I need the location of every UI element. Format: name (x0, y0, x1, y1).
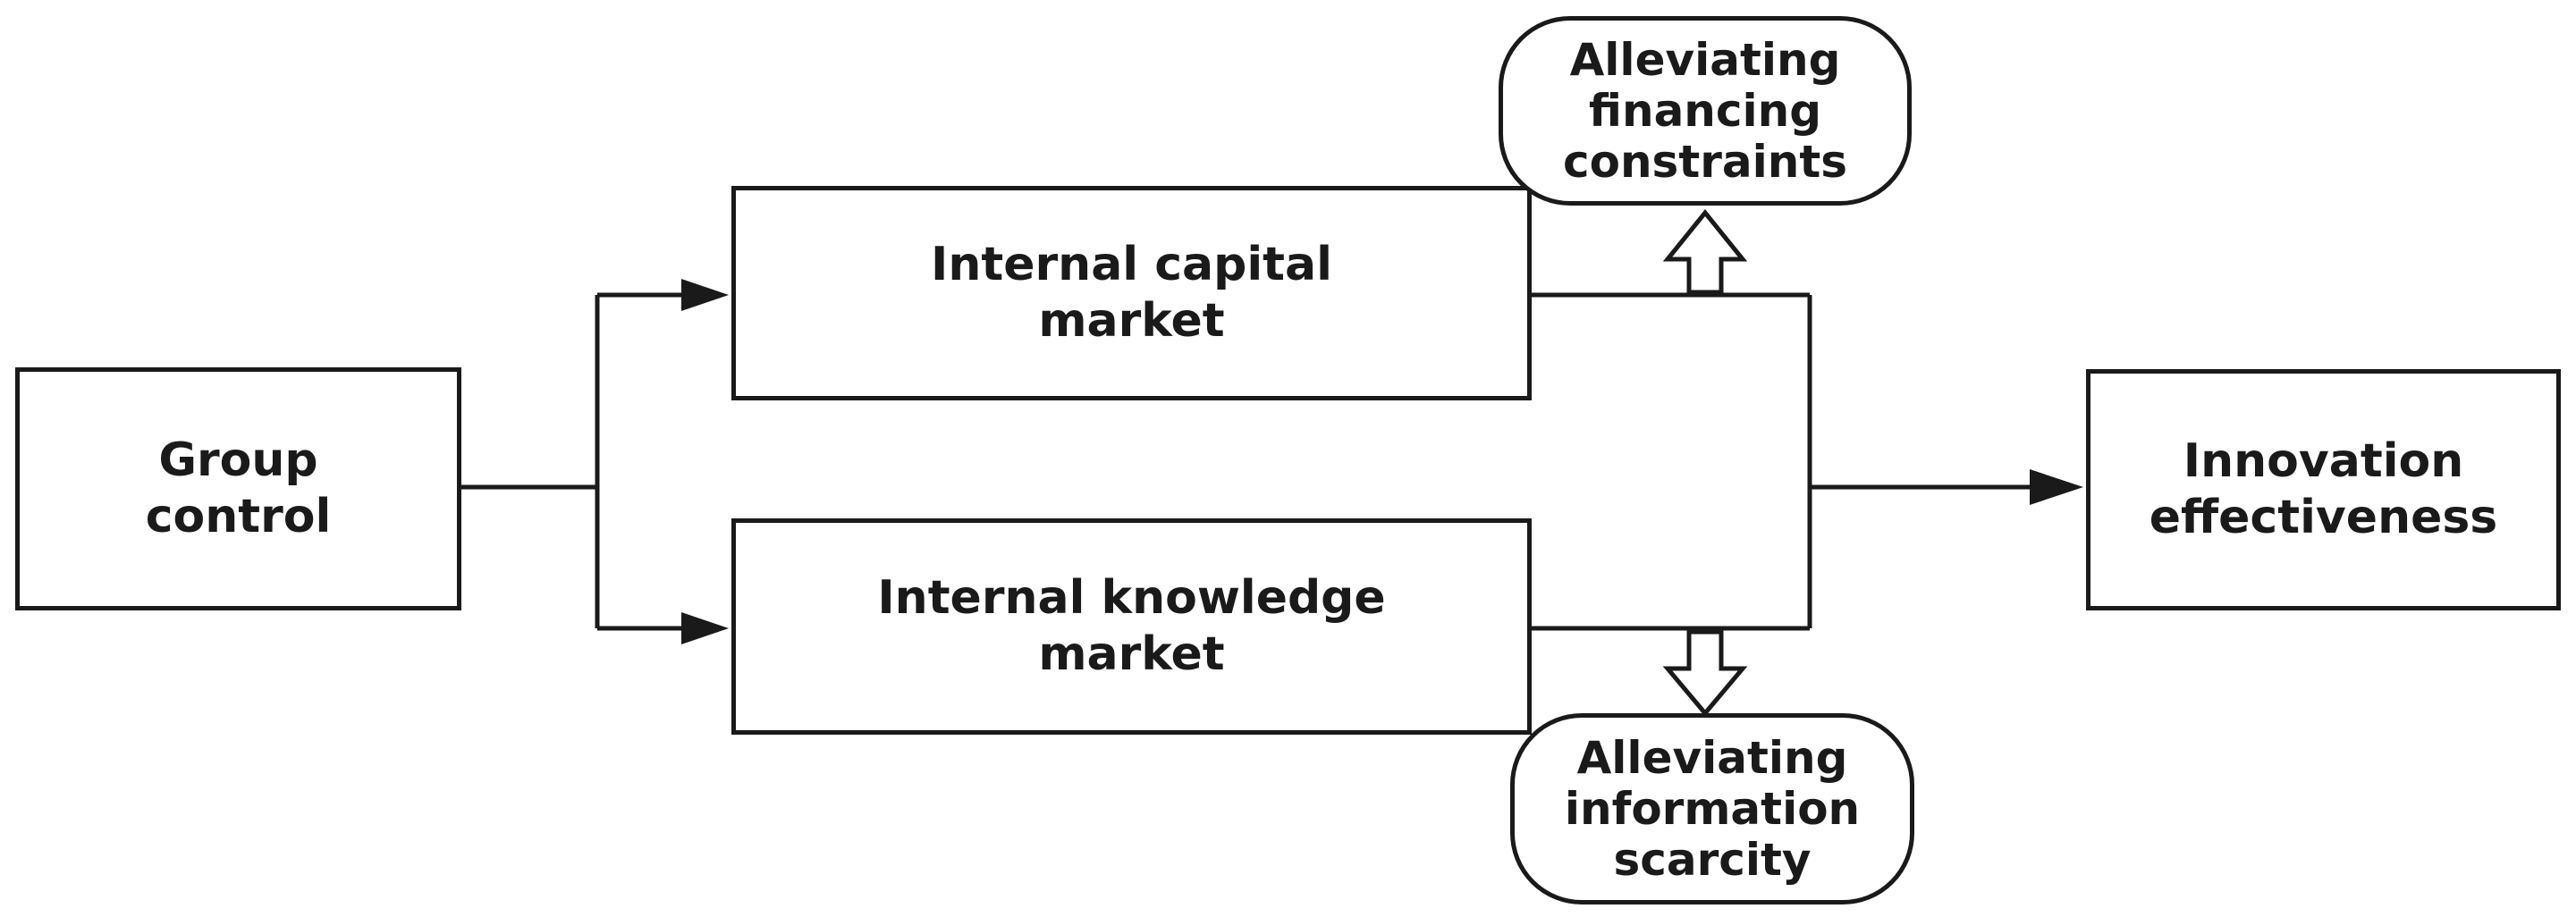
financing-constraints-label: Alleviating financing constraints (1562, 33, 1848, 188)
group-control-label: Group control (145, 433, 332, 543)
capital-market-box: Internal capital market (731, 186, 1532, 400)
hollow-arrow-up (1662, 209, 1748, 295)
information-scarcity-label: Alleviating information scarcity (1564, 731, 1861, 886)
innovation-effectiveness-box: Innovation effectiveness (2086, 369, 2561, 610)
arrowhead-to-knowledge-market (681, 612, 729, 644)
hollow-arrow-down (1662, 629, 1748, 717)
innovation-effectiveness-label: Innovation effectiveness (2149, 433, 2498, 544)
knowledge-market-box: Internal knowledge market (731, 518, 1532, 735)
arrowhead-to-capital-market (681, 279, 729, 311)
capital-market-label: Internal capital market (931, 237, 1332, 348)
group-control-box: Group control (15, 367, 461, 610)
information-scarcity-node: Alleviating information scarcity (1510, 713, 1914, 904)
financing-constraints-node: Alleviating financing constraints (1499, 16, 1912, 206)
knowledge-market-label: Internal knowledge market (877, 570, 1386, 681)
arrowhead-to-innovation (2030, 469, 2083, 505)
